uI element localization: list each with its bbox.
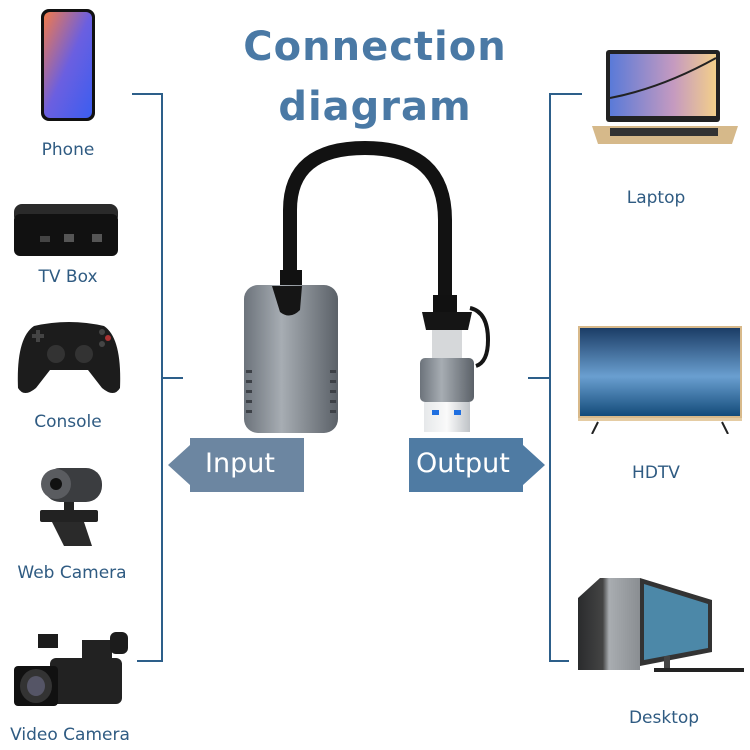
right-bracket-top [549, 93, 582, 95]
input-label-tv-box: TV Box [38, 267, 98, 287]
input-label-phone: Phone [41, 140, 95, 160]
phone-icon [41, 9, 95, 121]
game-controller-icon [17, 322, 121, 393]
hdtv-icon [578, 326, 742, 434]
laptop-icon [592, 50, 738, 144]
capture-card-adapter-icon [244, 140, 491, 433]
right-bracket-bottom [549, 660, 569, 662]
output-arrow [409, 438, 545, 492]
right-bracket-branch [528, 377, 550, 379]
video-camera-icon [14, 632, 128, 706]
left-bracket-bottom [137, 660, 163, 662]
output-label-laptop: Laptop [626, 188, 686, 208]
output-arrow-label: Output [416, 448, 510, 479]
left-bracket-top [132, 93, 163, 95]
tv-box-icon [14, 204, 118, 256]
input-label-console: Console [34, 412, 102, 432]
desktop-computer-icon [578, 578, 744, 672]
input-arrow [168, 438, 304, 492]
output-label-desktop: Desktop [628, 708, 700, 728]
input-label-video-camera: Video Camera [10, 725, 130, 745]
title-line-2: diagram [278, 84, 472, 130]
input-label-web-camera: Web Camera [17, 563, 127, 583]
web-camera-icon [40, 468, 102, 546]
right-bracket-vertical [549, 93, 551, 662]
input-arrow-label: Input [205, 448, 275, 479]
output-label-hdtv: HDTV [632, 463, 680, 483]
title-line-1: Connection [243, 24, 507, 70]
left-bracket-branch [161, 377, 183, 379]
